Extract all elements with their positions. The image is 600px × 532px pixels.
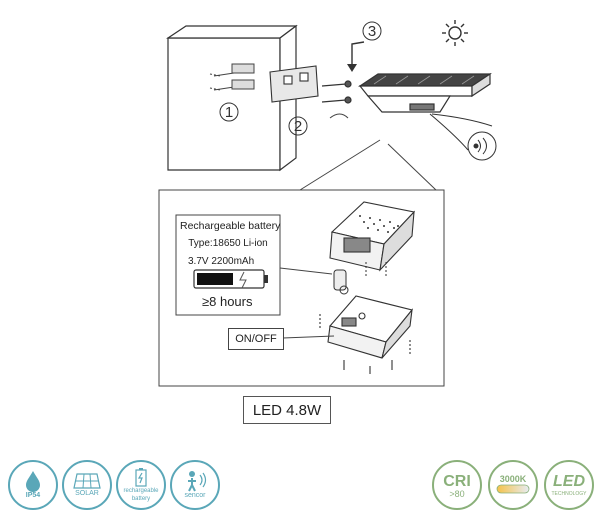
led-power-label: LED 4.8W	[243, 396, 331, 424]
battery-spec: 3.7V 2200mAh	[188, 256, 255, 267]
callout-lines	[299, 139, 437, 191]
rotate-arrow	[329, 113, 349, 119]
step-1-circle	[219, 102, 239, 122]
battery-pointer	[279, 267, 333, 275]
battery-spec-box	[175, 214, 281, 316]
switch-pointer	[282, 335, 335, 339]
color-temperature-label: 3000K	[499, 474, 527, 484]
motion-sensor-icon	[188, 471, 207, 492]
solar-lamp	[358, 72, 492, 113]
solar-panel-icon	[73, 473, 101, 489]
ip54-label: IP54	[25, 492, 41, 499]
step-3-label: 3	[368, 23, 376, 40]
cri-icon: CRI	[443, 472, 471, 490]
screws	[321, 80, 352, 104]
battery-icon	[193, 269, 268, 289]
battery-cell	[333, 262, 387, 295]
solar-badge: SOLAR	[62, 460, 112, 510]
color-temperature-badge: 3000K	[488, 460, 538, 510]
water-drop-icon	[26, 471, 40, 492]
cri-badge: CRI >80	[432, 460, 482, 510]
step-2-label: 2	[294, 118, 302, 135]
solar-cells	[373, 75, 475, 85]
sensor-badge: sencor	[170, 460, 220, 510]
solar-label: SOLAR	[75, 490, 99, 497]
color-temperature-icon	[496, 484, 530, 494]
onoff-switch-label: ON/OFF	[228, 328, 284, 350]
battery-runtime: ≥8 hours	[202, 294, 253, 309]
led-technology-label: TECHNOLOGY	[551, 490, 587, 497]
lamp-bottom-housing	[319, 295, 413, 374]
rechargeable-battery-badge: rechargeable battery	[116, 460, 166, 510]
down-arrow	[351, 41, 365, 68]
sensor-range	[429, 113, 497, 161]
step-1-label: 1	[225, 104, 233, 121]
lamp-top-housing	[329, 201, 416, 272]
battery-charge-icon	[135, 468, 147, 487]
step-3-circle	[362, 21, 382, 41]
sensor-label: sencor	[184, 492, 206, 499]
down-arrow-head	[347, 64, 357, 72]
wall-plugs	[209, 63, 255, 91]
rechargeable-label: rechargeable battery	[123, 488, 159, 502]
led-icon: LED	[553, 472, 585, 490]
battery-title: Rechargeable battery	[180, 220, 281, 232]
step-2-circle	[288, 116, 308, 136]
ip54-badge: IP54	[8, 460, 58, 510]
sun-icon	[442, 20, 468, 46]
battery-type: Type:18650 Li-ion	[188, 238, 268, 249]
mounting-bracket	[269, 65, 319, 103]
led-technology-badge: LED TECHNOLOGY	[544, 460, 594, 510]
cri-value: >80	[449, 488, 465, 499]
